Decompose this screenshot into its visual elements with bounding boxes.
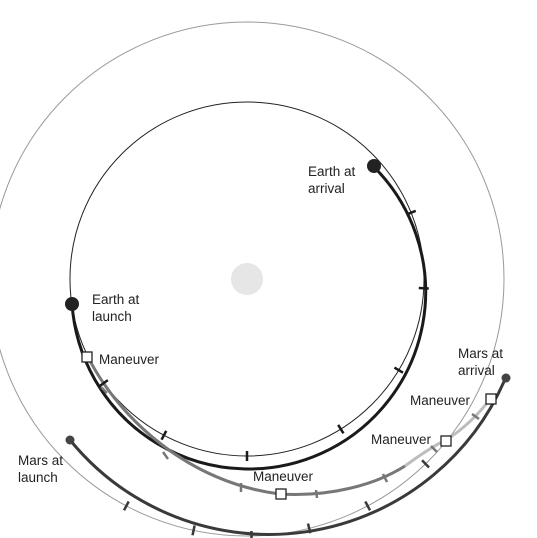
earth-path-tick (393, 366, 404, 374)
mars-at-arrival-label: Mars at arrival (458, 346, 507, 378)
earth-at-arrival-marker (367, 159, 381, 173)
earth-path-tick (160, 430, 168, 441)
mars-path-ticks (122, 459, 430, 538)
earth-path (70, 165, 428, 471)
earth-at-launch-label: Earth at launch (92, 292, 143, 324)
maneuver-label-1: Maneuver (99, 352, 160, 367)
maneuver-label-4: Maneuver (410, 393, 471, 408)
mars-path-tick (122, 500, 130, 511)
mars-at-arrival-marker (501, 373, 511, 383)
maneuver-label-3: Maneuver (371, 432, 432, 447)
transfer-tick (100, 386, 108, 394)
transfer-tick (314, 489, 319, 499)
maneuver-marker-4 (485, 393, 497, 405)
earth-path-tick (418, 286, 429, 290)
sun (231, 263, 263, 295)
mars-path-tick (421, 459, 430, 469)
earth-at-launch-marker (65, 297, 79, 311)
earth-path-tick (406, 209, 417, 216)
mars-path-tick (364, 500, 372, 511)
transfer-tick (430, 445, 438, 453)
mars-orbit (0, 21, 505, 537)
transfer-tick (161, 451, 170, 460)
maneuver-marker-2 (275, 488, 287, 500)
maneuver-marker-3 (440, 435, 452, 447)
transfer-trajectory-ticks (100, 386, 480, 499)
transfer-tick (381, 473, 389, 483)
transfer-trajectory-dark (86, 356, 406, 496)
mars-at-launch-label: Mars at launch (18, 453, 67, 485)
transfer-tick (471, 412, 480, 421)
earth-path-ticks (99, 209, 429, 461)
mars-at-launch-marker (65, 435, 75, 445)
maneuver-marker-1 (81, 351, 93, 363)
earth-at-arrival-label: Earth at arrival (308, 164, 359, 196)
mars-path (68, 376, 508, 536)
mars-path-tick (191, 525, 196, 536)
earth-path-tick (99, 379, 109, 387)
maneuver-label-2: Maneuver (253, 469, 314, 484)
earth-path-tick (337, 424, 345, 435)
mars-path-tick (306, 523, 312, 534)
